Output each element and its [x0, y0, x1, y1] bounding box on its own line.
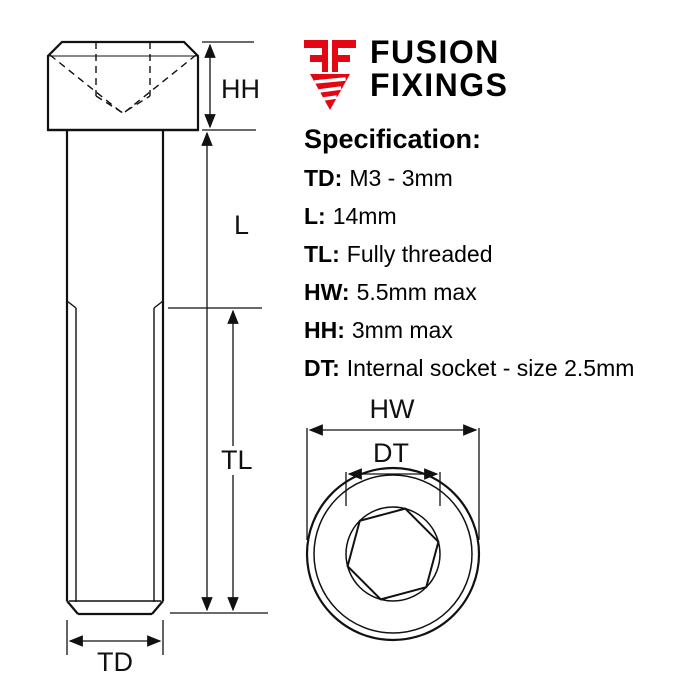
- spec-value: Internal socket - size 2.5mm: [346, 355, 635, 381]
- brand-name: FUSION FIXINGS: [370, 34, 509, 101]
- screw-logo-icon: [304, 40, 356, 110]
- spec-label: DT:: [304, 355, 340, 381]
- brand-line1: FUSION: [370, 34, 500, 70]
- spec-row-dt: DT: Internal socket - size 2.5mm: [304, 355, 696, 382]
- spec-row-td: TD: M3 - 3mm: [304, 165, 696, 192]
- spec-label: HW:: [304, 279, 350, 305]
- hw-label: HW: [370, 394, 415, 424]
- spec-row-l: L: 14mm: [304, 203, 696, 230]
- spec-label: TD:: [304, 165, 343, 191]
- spec-value: Fully threaded: [346, 241, 493, 267]
- spec-value: 5.5mm max: [356, 279, 477, 305]
- spec-label: TL:: [304, 241, 340, 267]
- hex-socket: [346, 507, 440, 601]
- hidden-socket-lines: [49, 42, 197, 114]
- dimension-labels: HH L TL TD HW DT: [97, 74, 415, 677]
- spec-label: L:: [304, 203, 326, 229]
- side-view-dimensions: [66, 41, 268, 655]
- screw-top-view: [305, 466, 481, 642]
- spec-value: 14mm: [332, 203, 397, 229]
- top-view-dimensions: [306, 424, 480, 540]
- dt-label: DT: [373, 438, 409, 468]
- spec-label: HH:: [304, 317, 345, 343]
- brand-line2: FIXINGS: [370, 66, 509, 103]
- spec-row-hw: HW: 5.5mm max: [304, 279, 696, 306]
- spec-row-tl: TL: Fully threaded: [304, 241, 696, 268]
- hh-label: HH: [221, 74, 260, 104]
- spec-value: 3mm max: [351, 317, 453, 343]
- specification-panel: Specification: TD: M3 - 3mm L: 14mm TL: …: [304, 124, 696, 393]
- tl-label: TL: [221, 445, 253, 475]
- l-label: L: [234, 210, 249, 240]
- screw-side-view: [46, 40, 200, 616]
- brand-logo: FUSION FIXINGS: [298, 34, 509, 116]
- spec-value: M3 - 3mm: [349, 165, 453, 191]
- td-label: TD: [97, 647, 133, 677]
- spec-row-hh: HH: 3mm max: [304, 317, 696, 344]
- screw-shank: [65, 130, 165, 616]
- specification-title: Specification:: [304, 124, 482, 154]
- thread-minor-lines: [66, 300, 164, 602]
